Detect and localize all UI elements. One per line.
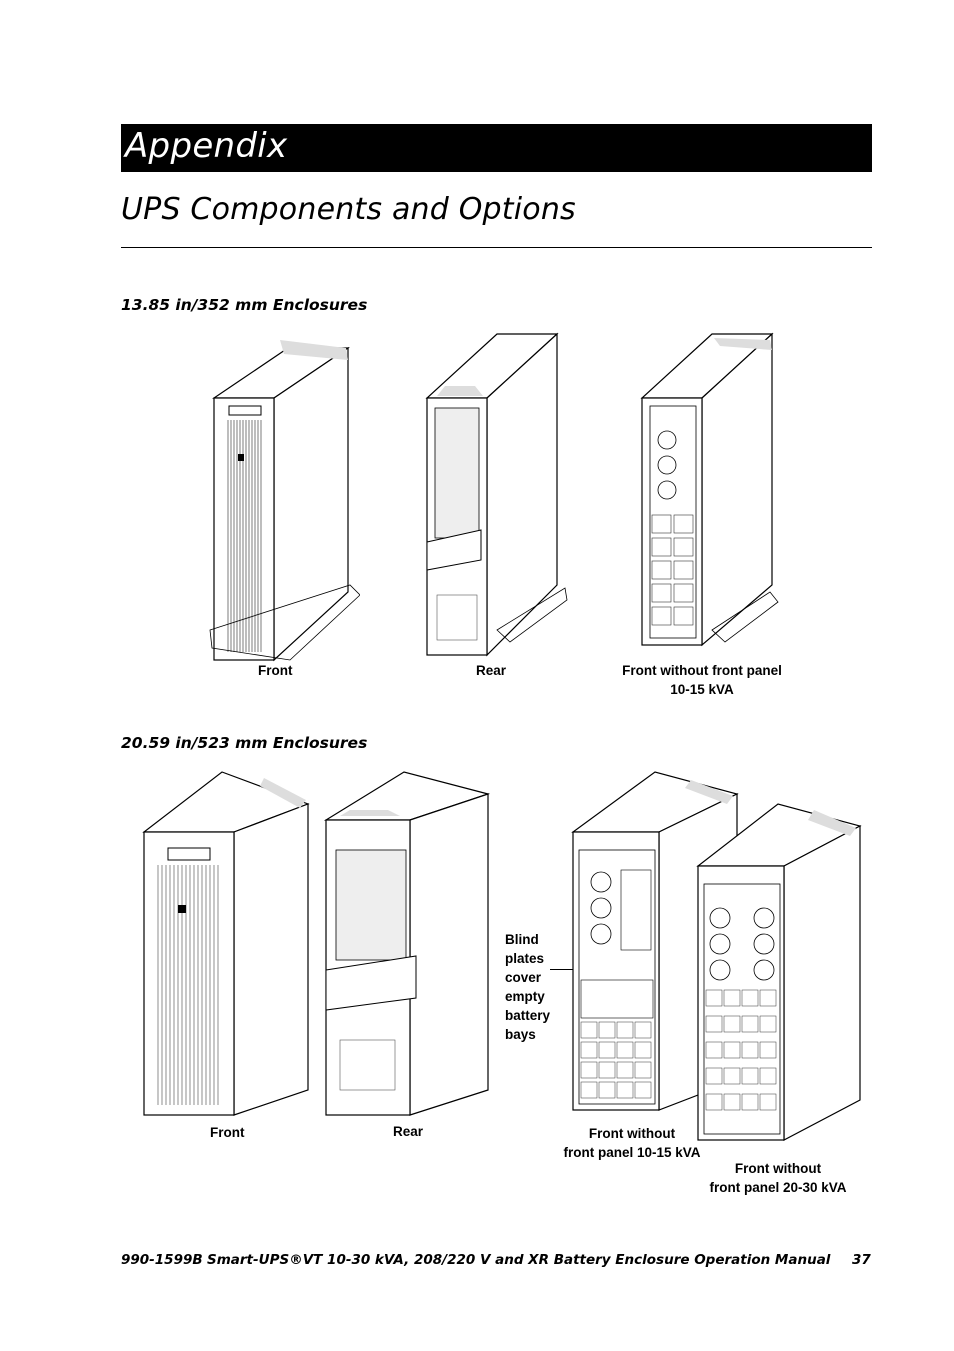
footer-page-number: 37 [852, 1252, 871, 1268]
caption-rear-523: Rear [393, 1124, 424, 1139]
ups-wide-open-front-2030-illustration [696, 803, 862, 1141]
callout-line: bays [505, 1027, 536, 1042]
caption-line: Front without front panel [622, 663, 782, 678]
page-title: UPS Components and Options [121, 192, 576, 227]
banner-title: Appendix [125, 126, 288, 166]
title-divider [121, 247, 872, 248]
caption-front-without-panel-2030: Front without front panel 20-30 kVA [708, 1159, 848, 1197]
caption-line: 10-15 kVA [670, 682, 734, 697]
callout-blind-plates: Blind plates cover empty battery bays [505, 930, 550, 1044]
appendix-banner: Appendix [121, 124, 872, 172]
caption-rear-352: Rear [476, 663, 507, 678]
caption-front-without-panel-352: Front without front panel 10-15 kVA [622, 661, 782, 699]
callout-line: cover [505, 970, 542, 985]
caption-line: front panel 10-15 kVA [563, 1145, 701, 1160]
section-heading-352mm: 13.85 in/352 mm Enclosures [121, 296, 368, 314]
callout-line: Blind [505, 932, 539, 947]
ups-wide-front-illustration [142, 771, 310, 1116]
callout-line: battery [505, 1008, 551, 1023]
footer-doc-title: Smart-UPS®VT 10-30 kVA, 208/220 V and XR… [207, 1252, 831, 1268]
ups-narrow-rear-illustration [425, 332, 568, 657]
callout-line: empty [505, 989, 545, 1004]
ups-wide-rear-illustration [323, 771, 491, 1116]
caption-front-without-panel-1015: Front without front panel 10-15 kVA [562, 1124, 702, 1162]
caption-front-352: Front [258, 663, 293, 678]
caption-line: Front without [588, 1126, 676, 1141]
ups-narrow-open-front-illustration [640, 332, 779, 647]
caption-line: Front without [734, 1161, 822, 1176]
caption-front-523: Front [210, 1125, 245, 1140]
caption-line: front panel 20-30 kVA [709, 1180, 847, 1195]
ups-narrow-front-illustration [209, 340, 360, 662]
footer-doc-id: 990-1599B [121, 1252, 203, 1268]
callout-line: plates [505, 951, 545, 966]
section-heading-523mm: 20.59 in/523 mm Enclosures [121, 734, 368, 752]
